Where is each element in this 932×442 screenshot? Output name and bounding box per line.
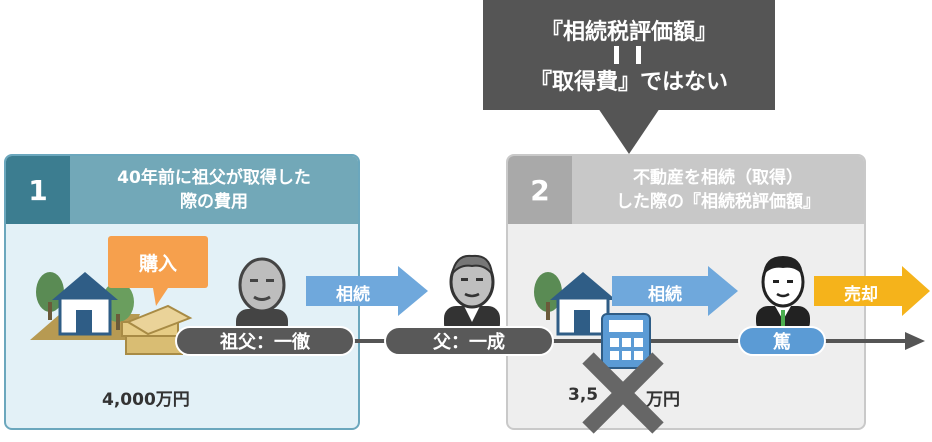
panel-title-line-1: 不動産を相続（取得） bbox=[633, 168, 803, 188]
inherit-arrow-2 bbox=[612, 266, 738, 316]
callout-line-1: 『相続税評価額』 bbox=[540, 20, 717, 45]
money-stack-icon bbox=[121, 304, 193, 355]
father-name-label: 父：一成 bbox=[384, 326, 554, 356]
panel-header: 不動産を相続（取得） した際の『相続税評価額』 bbox=[572, 156, 864, 224]
panel-title-line-2: した際の『相続税評価額』 bbox=[616, 192, 820, 212]
son-avatar-icon bbox=[756, 256, 810, 334]
panel-title-line-1: 40年前に祖父が取得した bbox=[117, 168, 311, 188]
callout-pointer bbox=[598, 108, 660, 154]
callout-box: 『相続税評価額』 『取得費』ではない bbox=[483, 0, 775, 110]
panel-title-line-2: 際の費用 bbox=[179, 192, 248, 212]
cross-icon bbox=[582, 352, 664, 434]
grandfather-name-label: 祖父：一徹 bbox=[175, 326, 355, 356]
panel-number: 2 bbox=[508, 156, 572, 224]
callout-line-2: 『取得費』ではない bbox=[529, 70, 728, 95]
purchase-bubble bbox=[108, 236, 208, 306]
father-avatar-icon bbox=[444, 254, 500, 336]
valuation-amount-right: 万円 bbox=[646, 390, 680, 410]
calculator-icon bbox=[601, 313, 651, 369]
valuation-amount-left: 3,5 bbox=[568, 385, 599, 405]
sell-label: 売却 bbox=[844, 285, 878, 305]
inherit-arrow-1 bbox=[306, 266, 428, 316]
son-name-label: 篤 bbox=[738, 326, 826, 356]
grandfather-avatar-icon bbox=[236, 257, 288, 337]
inherit-label-2: 相続 bbox=[648, 285, 682, 305]
inherit-label-1: 相続 bbox=[336, 285, 370, 305]
house-icon bbox=[534, 272, 616, 336]
purchase-label: 購入 bbox=[138, 253, 177, 275]
panel-number: 1 bbox=[6, 156, 70, 224]
sell-arrow bbox=[814, 266, 930, 316]
equals-sign-icon bbox=[614, 46, 641, 64]
house-icon bbox=[30, 272, 140, 340]
panel-header: 40年前に祖父が取得した 際の費用 bbox=[70, 156, 358, 224]
purchase-amount: 4,000万円 bbox=[102, 390, 190, 410]
